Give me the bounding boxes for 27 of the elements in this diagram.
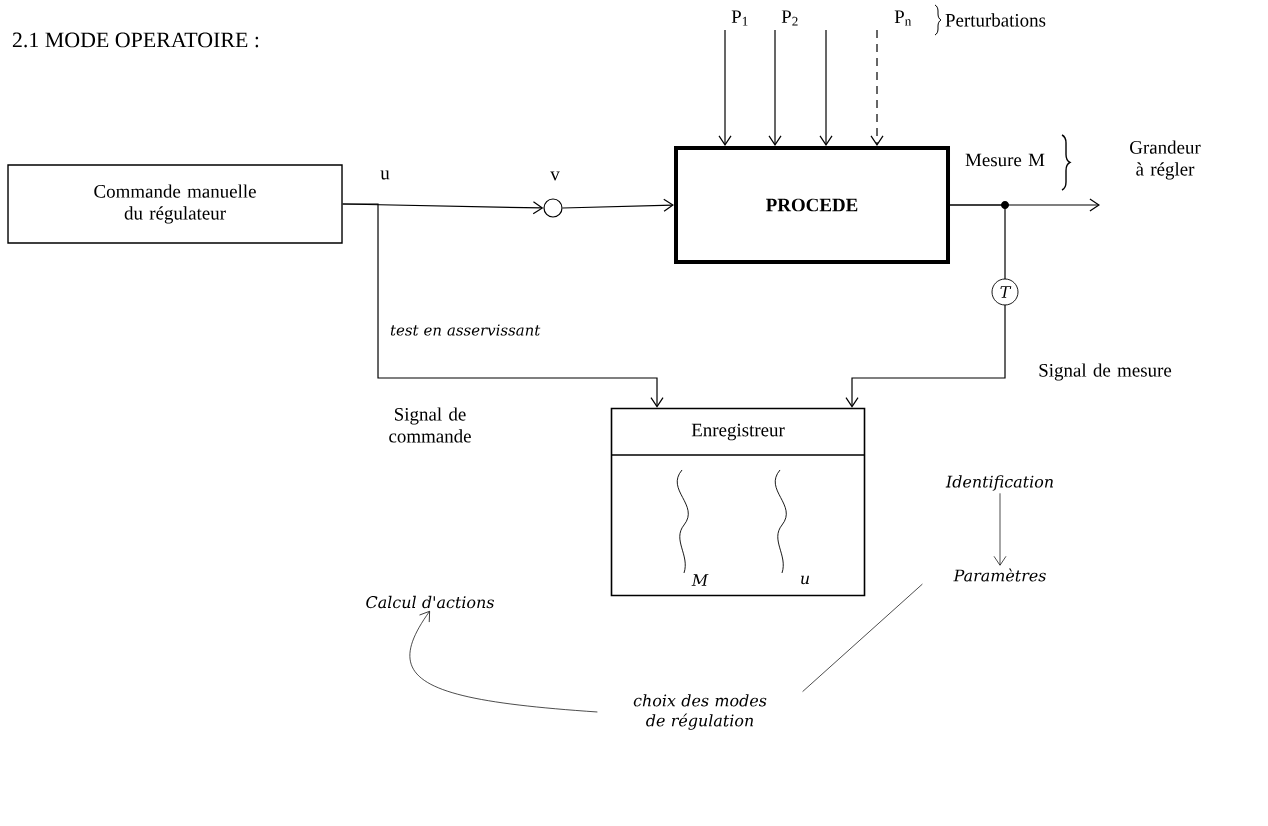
edge-label: P$_{n}$ — [893, 9, 913, 27]
handwritten-note: test en asservissant — [390, 324, 541, 336]
handwritten-note: Paramètres — [953, 568, 1046, 582]
arrow — [342, 203, 664, 408]
brace-label: Perturbations — [945, 13, 1046, 27]
arrow — [718, 29, 732, 146]
arrow — [845, 204, 1006, 408]
arrow — [870, 29, 884, 146]
signal-label: Signal de commande — [389, 407, 471, 443]
handwritten-note: Identification — [945, 475, 1053, 491]
brace-label: Grandeur à régler — [1130, 140, 1201, 180]
summing-junction: v — [543, 171, 563, 218]
edge-label: P$_{2}$ — [780, 9, 800, 27]
edge-label: P$_{1}$ — [730, 9, 750, 27]
process-box: Commande manuelle du régulateur — [7, 164, 343, 244]
arrow — [562, 198, 674, 212]
node-label: v — [550, 171, 560, 181]
arrow — [768, 29, 782, 146]
arrow — [993, 492, 1007, 566]
arrow — [409, 610, 598, 713]
signal-label: u — [380, 170, 390, 180]
handwritten-note: Calcul d'actions — [366, 595, 494, 609]
handwritten-note: choix des modes de régulation — [633, 694, 767, 730]
process-box: PROCEDE — [674, 146, 950, 264]
signal-label: Signal de mesure — [1039, 363, 1172, 381]
heading: 2.1 MODE OPERATOIRE : — [12, 32, 259, 48]
arrow — [819, 29, 833, 146]
